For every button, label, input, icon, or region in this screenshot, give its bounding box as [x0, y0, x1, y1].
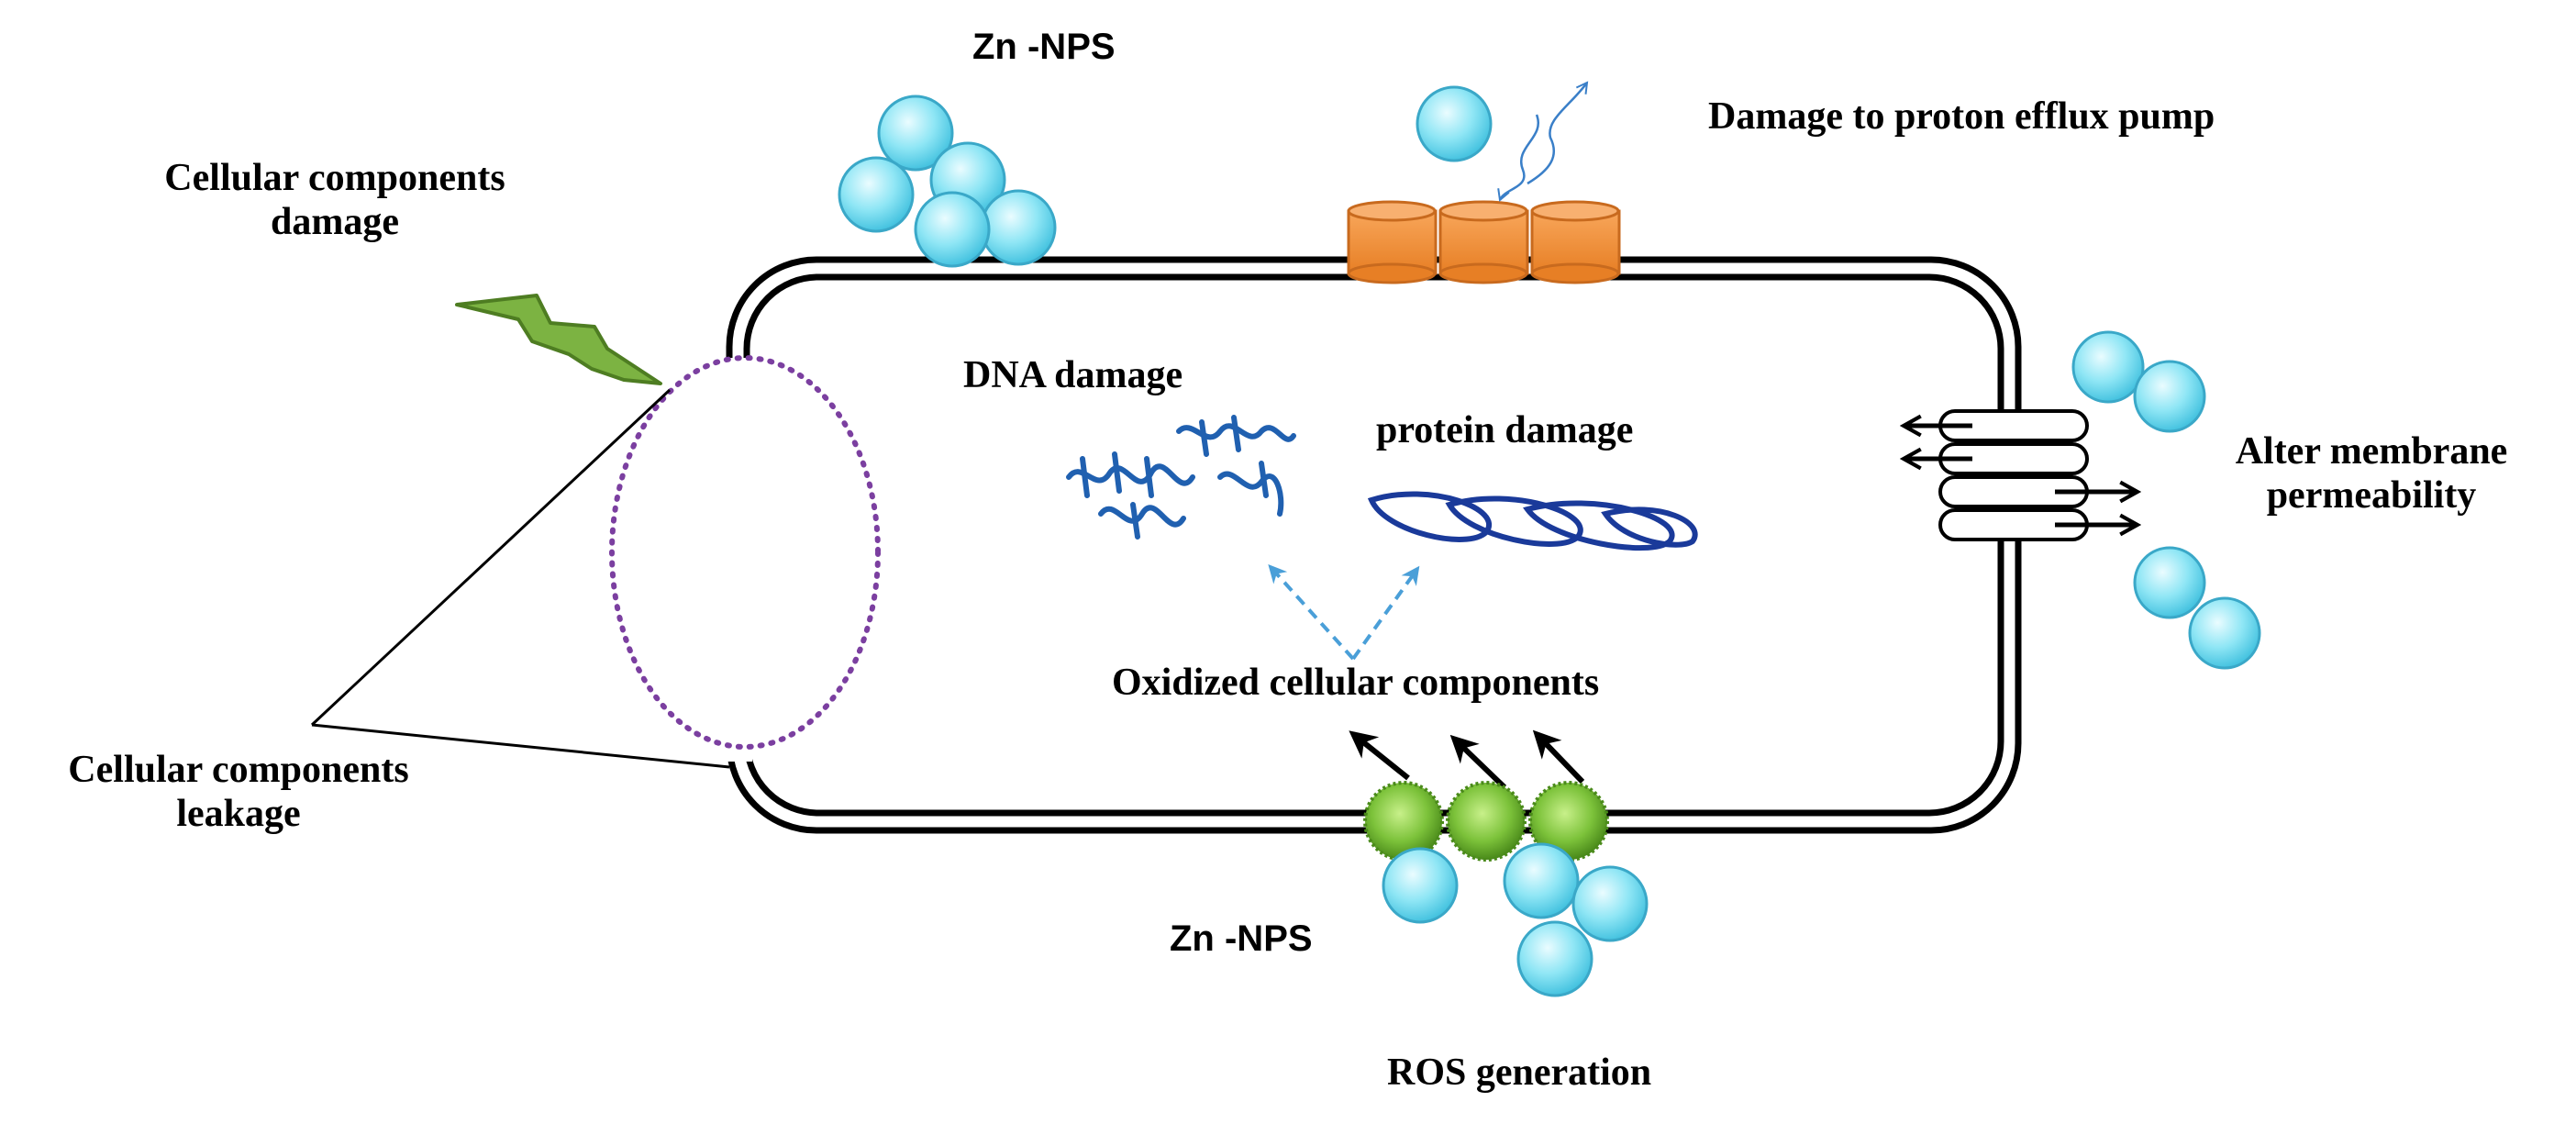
cell-membrane [726, 256, 2022, 834]
zn-nps-bottom-label: Zn -NPS [1170, 918, 1313, 959]
nanoparticle-sphere-icon [838, 156, 915, 233]
cellular-components-damage-line1: Cellular components [164, 157, 505, 199]
nanoparticle-sphere-icon [1516, 920, 1593, 997]
dna-damage-label: DNA damage [963, 354, 1183, 396]
nanoparticle-sphere-icon [2188, 596, 2261, 670]
nanoparticle-sphere-icon [980, 189, 1057, 266]
dashed-arrows [1268, 564, 1420, 661]
pump-wavy-arrows [1497, 81, 1589, 202]
cellular-components-leakage-line1: Cellular components [68, 749, 409, 791]
zn-nps-cluster-bottom [1382, 842, 1649, 997]
cellular-components-leakage-label: Cellular components leakage [9, 748, 468, 837]
zn-nps-top-label: Zn -NPS [972, 27, 1116, 67]
ros-particles [1363, 781, 1609, 862]
oxidized-cellular-components-label: Oxidized cellular components [1112, 662, 1600, 704]
ros-spiky-particle-icon [1446, 781, 1527, 862]
cellular-components-leakage-line2: leakage [176, 793, 301, 836]
ros-arrows [1349, 729, 1585, 790]
membrane-gap [716, 358, 752, 762]
lightning-bolt-icon [455, 294, 662, 385]
membrane-channel [1904, 409, 2137, 541]
damage-proton-efflux-pump-label: Damage to proton efflux pump [1708, 95, 2215, 138]
nanoparticle-sphere-icon [1382, 847, 1459, 924]
alter-membrane-line2: permeability [2266, 474, 2477, 517]
proton-pump-icon [1347, 200, 1621, 284]
alter-membrane-permeability-label: Alter membrane permeability [2174, 429, 2569, 518]
nanoparticle-sphere-icon [1503, 842, 1580, 919]
protein-damage-label: protein damage [1376, 409, 1634, 451]
protein-strand-icon [1367, 491, 1698, 551]
nanoparticle-sphere-icon [877, 95, 954, 172]
ros-spiky-particle-icon [1528, 781, 1609, 862]
leakage-ellipse [609, 355, 881, 750]
nanoparticle-sphere-icon [1416, 85, 1493, 162]
nanoparticle-sphere-icon [914, 191, 991, 268]
cellular-components-damage-line2: damage [271, 201, 399, 244]
zn-nps-right [2071, 330, 2261, 670]
alter-membrane-line1: Alter membrane [2235, 430, 2508, 473]
cellular-components-damage-label: Cellular components damage [110, 156, 560, 245]
nanoparticle-sphere-icon [2133, 546, 2206, 619]
zn-nps-cluster-top [838, 95, 1057, 268]
nanoparticle-sphere-icon [1571, 865, 1649, 942]
leakage-callout-lines [310, 388, 730, 769]
nanoparticle-sphere-icon [2133, 360, 2206, 433]
dna-strand-icon [1066, 415, 1296, 540]
ros-generation-label: ROS generation [1387, 1052, 1652, 1094]
nanoparticle-sphere-icon [2071, 330, 2145, 404]
ros-spiky-particle-icon [1363, 781, 1444, 862]
